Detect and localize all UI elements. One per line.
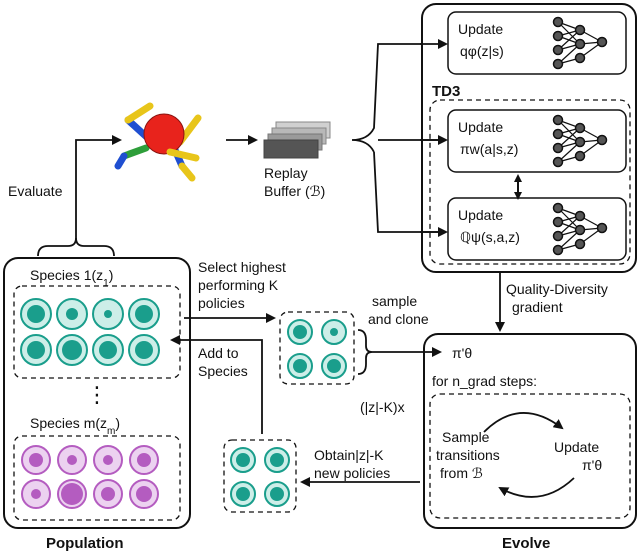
td3-panel — [421, 3, 637, 273]
policy-circle — [21, 445, 51, 475]
q-phi-box — [447, 11, 627, 75]
policy-circle — [287, 319, 313, 345]
evaluate-arrow — [75, 135, 122, 240]
q-psi-box — [447, 197, 627, 261]
robot-ant-icon — [114, 102, 202, 182]
evaluate-label: Evaluate — [8, 183, 63, 199]
selected-k-group — [279, 311, 355, 385]
pi-theta-label: π'θ — [452, 345, 472, 361]
sample-transitions-label-3: from ℬ — [440, 465, 483, 481]
qd-gradient-label-2: gradient — [512, 299, 563, 315]
species-m-label: Species m(zm) — [30, 415, 120, 437]
policy-circle — [57, 479, 87, 509]
buffer-brace — [351, 43, 440, 233]
replay-buffer-icon — [263, 121, 331, 159]
species-1-group — [13, 285, 181, 379]
pi-w-update-label: Update — [458, 119, 503, 135]
qd-gradient-label-1: Quality-Diversity — [506, 281, 608, 297]
select-label-2: performing K — [198, 277, 279, 293]
pi-w-box — [447, 109, 627, 173]
replay-buffer-label-2: Buffer (ℬ) — [264, 183, 325, 199]
td3-group — [429, 99, 631, 265]
new-policies-group — [223, 439, 297, 513]
sample-clone-label-1: sample — [372, 293, 417, 309]
policy-circle — [128, 298, 160, 330]
td3-label: TD3 — [432, 83, 460, 100]
obtain-label-2: new policies — [314, 465, 390, 481]
species-1-policies — [20, 298, 160, 366]
sample-clone-brace — [357, 329, 373, 375]
update-pi-theta-label-2: π'θ — [582, 457, 602, 473]
sample-transitions-label-2: transitions — [436, 447, 500, 463]
policy-circle — [287, 353, 313, 379]
replay-buffer-label-1: Replay — [264, 165, 308, 181]
evaluate-brace — [37, 237, 115, 257]
add-to-species-label-2: Species — [198, 363, 248, 379]
n-grad-label: for n_grad steps: — [432, 373, 537, 389]
policy-circle — [56, 334, 88, 366]
species-ellipsis: ⋮ — [86, 382, 108, 407]
obtain-label-1: Obtain|z|-K — [314, 447, 384, 463]
policy-circle — [56, 298, 88, 330]
policy-circle — [230, 447, 256, 473]
evolve-label: Evolve — [502, 535, 550, 552]
policy-circle — [129, 479, 159, 509]
policy-circle — [92, 298, 124, 330]
policy-circle — [20, 334, 52, 366]
population-label: Population — [46, 535, 124, 552]
policy-circle — [21, 479, 51, 509]
policy-circle — [57, 445, 87, 475]
neural-net-icon-3 — [552, 202, 608, 256]
zk-multiplier-label: (|z|-K)x — [360, 399, 405, 415]
policy-circle — [264, 481, 290, 507]
select-label-1: Select highest — [198, 259, 286, 275]
new-policies — [230, 447, 290, 507]
neural-net-icon-2 — [552, 114, 608, 168]
sample-transitions-label-1: Sample — [442, 429, 490, 445]
grad-steps-group — [429, 393, 631, 519]
select-label-3: policies — [198, 295, 245, 311]
q-phi-label: qφ(z|s) — [460, 43, 504, 59]
policy-circle — [93, 445, 123, 475]
species-1-label: Species 1(z1) — [30, 267, 113, 289]
evolve-panel — [423, 333, 637, 529]
q-psi-label: ℚψ(s,a,z) — [460, 229, 520, 245]
add-to-species-arrow — [170, 335, 263, 434]
policy-circle — [20, 298, 52, 330]
q-phi-update-label: Update — [458, 21, 503, 37]
population-panel — [3, 257, 191, 529]
policy-circle — [321, 319, 347, 345]
policy-circle — [264, 447, 290, 473]
policy-circle — [129, 445, 159, 475]
policy-circle — [321, 353, 347, 379]
cycle-arrow-bottom — [498, 477, 575, 498]
species-m-group — [13, 435, 181, 521]
policy-circle — [128, 334, 160, 366]
sample-clone-label-2: and clone — [368, 311, 429, 327]
cycle-arrow-top — [483, 412, 564, 433]
species-m-policies — [21, 445, 159, 509]
policy-circle — [93, 479, 123, 509]
add-to-species-label-1: Add to — [198, 345, 239, 361]
pi-w-label: πw(a|s,z) — [460, 141, 518, 157]
policy-circle — [230, 481, 256, 507]
selected-k-policies — [287, 319, 347, 379]
update-pi-theta-label-1: Update — [554, 439, 599, 455]
q-psi-update-label: Update — [458, 207, 503, 223]
neural-net-icon-1 — [552, 16, 608, 70]
policy-circle — [92, 334, 124, 366]
